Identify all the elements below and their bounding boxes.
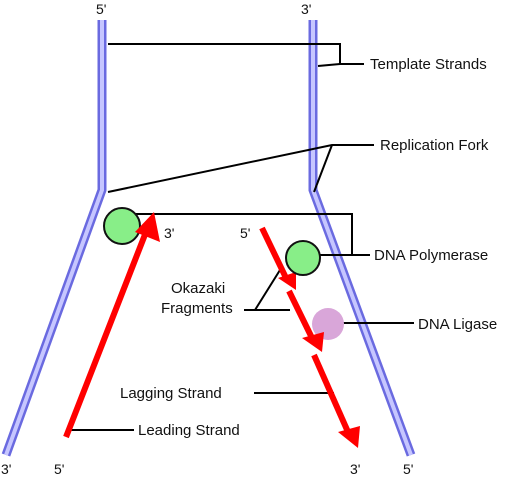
dna-polymerase-left-icon: [103, 207, 141, 245]
label-okazaki-line1: Okazaki: [171, 280, 225, 297]
left-template-bottom-end: 3': [1, 461, 11, 477]
leader-dna-polymerase: [130, 213, 370, 256]
dna-polymerase-right-icon: [285, 240, 321, 276]
lagging-strand-top-end: 5': [240, 225, 250, 241]
leading-strand-bottom-end: 5': [54, 461, 64, 477]
label-replication-fork: Replication Fork: [380, 137, 489, 154]
right-template-top-end: 3': [301, 1, 311, 17]
template-strand-right: [308, 20, 416, 457]
lagging-strand-bottom-end: 3': [350, 461, 360, 477]
okazaki-fragment-2: [286, 289, 324, 352]
label-okazaki-line2: Fragments: [161, 300, 233, 317]
label-template-strands: Template Strands: [370, 56, 487, 73]
label-lagging-strand: Lagging Strand: [120, 385, 222, 402]
dna-ligase-icon: [312, 308, 344, 340]
leader-replication-fork: [107, 144, 374, 193]
leading-strand-top-end: 3': [164, 225, 174, 241]
leading-strand-arrow: [63, 212, 160, 439]
left-template-top-end: 5': [96, 1, 106, 17]
label-leading-strand: Leading Strand: [138, 422, 240, 439]
label-dna-ligase: DNA Ligase: [418, 316, 497, 333]
okazaki-fragment-1: [259, 226, 296, 290]
leader-template-strands: [108, 43, 364, 67]
template-strand-left: [1, 20, 107, 457]
label-dna-polymerase: DNA Polymerase: [374, 247, 488, 264]
okazaki-fragment-3: [311, 353, 360, 448]
right-template-bottom-end: 5': [403, 461, 413, 477]
leader-okazaki-fragments: [244, 269, 290, 311]
